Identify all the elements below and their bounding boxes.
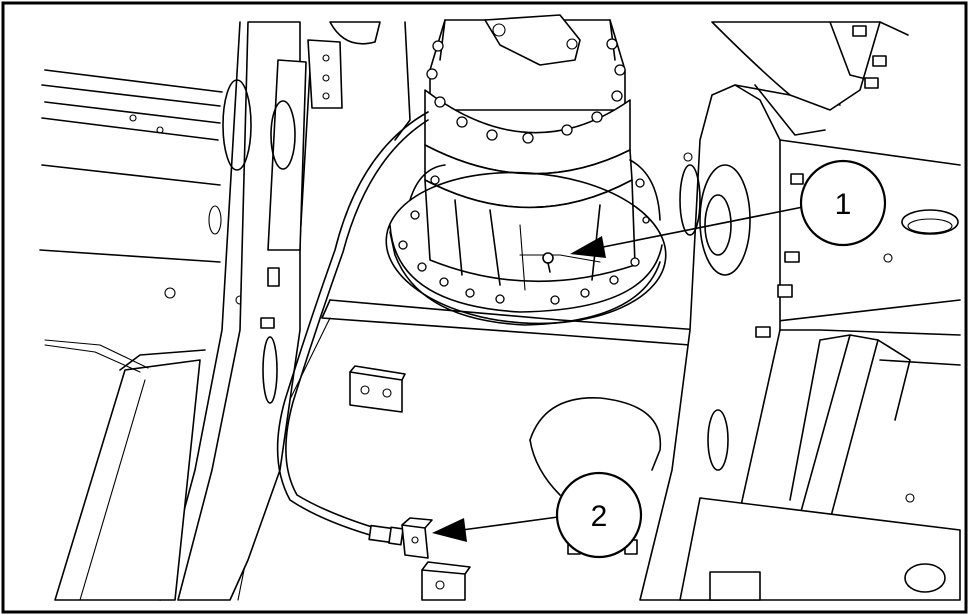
callout-label: 1 bbox=[835, 188, 852, 221]
callout-circle bbox=[555, 471, 643, 559]
arrowhead-1 bbox=[570, 236, 606, 258]
flange-bolts bbox=[398, 175, 650, 305]
callout-2: 2 bbox=[555, 471, 643, 559]
callout-label: 2 bbox=[591, 500, 608, 533]
hose-line bbox=[276, 111, 429, 536]
sensor-fitting bbox=[368, 517, 433, 559]
ring-bolts bbox=[426, 38, 626, 144]
callout-leaders bbox=[432, 206, 804, 542]
arrowhead-2 bbox=[432, 518, 467, 542]
lower-left-bracket bbox=[44, 339, 206, 601]
callout-1: 1 bbox=[799, 159, 887, 247]
callout-circle bbox=[799, 159, 887, 247]
top-right-bracket bbox=[329, 21, 909, 141]
mounting-blocks bbox=[349, 365, 471, 601]
left-rails bbox=[41, 69, 223, 186]
lower-right-plate bbox=[679, 359, 961, 601]
motor-assembly bbox=[385, 14, 667, 326]
left-frame-plate bbox=[149, 21, 343, 601]
